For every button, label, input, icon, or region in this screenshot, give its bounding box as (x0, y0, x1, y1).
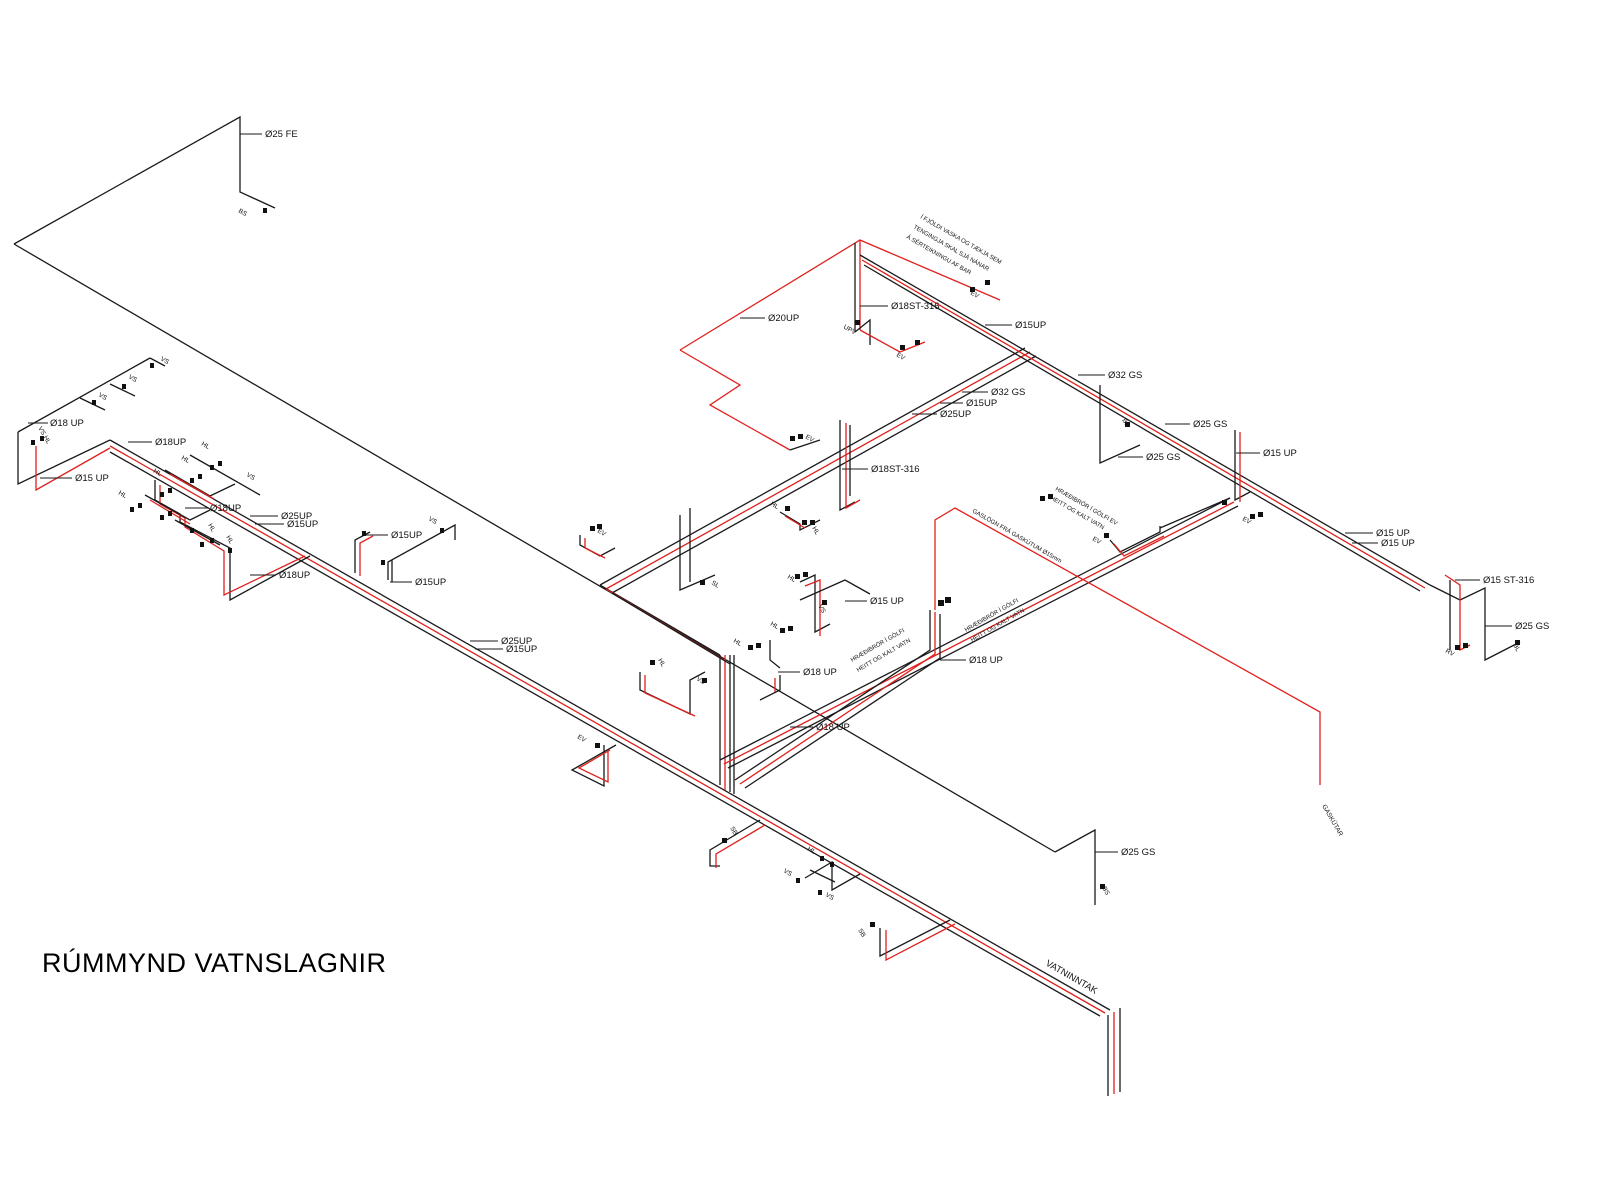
label-gs25-a: Ø25 GS (1193, 419, 1227, 430)
label-up15-i: Ø15 UP (1376, 528, 1410, 539)
label-hl-f: HL (769, 501, 780, 511)
label-hl-k: HL (656, 658, 666, 669)
label-up15-g: Ø15 UP (870, 596, 904, 607)
label-gs32-a: Ø32 GS (1108, 370, 1142, 381)
label-hl-c: HL (152, 468, 163, 478)
label-up25-a: Ø25UP (281, 511, 312, 522)
label-bs-right: BS (1120, 418, 1131, 430)
left-taps (31, 208, 444, 565)
label-bs-bottom: BS (1100, 886, 1111, 898)
label-hl-g: HL (810, 526, 820, 537)
label-hl-h: HL (786, 574, 797, 584)
label-vs-b: VS (427, 516, 439, 527)
label-up18-b: Ø18UP (155, 437, 186, 448)
label-hl-low: HL (806, 846, 817, 856)
label-st18-316-a: Ø18ST-316 (891, 301, 940, 312)
label-sb-low: SB (728, 826, 738, 837)
label-up25-b: Ø25UP (501, 636, 532, 647)
label-gs25-c: Ø25 GS (1515, 621, 1549, 632)
label-bl: BL (1511, 643, 1521, 654)
label-vs-low2: VS (824, 892, 836, 903)
gas-line (934, 507, 1321, 785)
label-gaskutar: GASKÚTAR (1320, 803, 1346, 838)
label-vs-d: VS (695, 676, 707, 687)
label-ev-low: EV (576, 734, 588, 745)
label-hl-e2: HL (224, 535, 234, 546)
label-up15-c: Ø15UP (391, 530, 422, 541)
label-sl: SL (710, 580, 721, 590)
label-up15-f: Ø15UP (966, 398, 997, 409)
label-vs3: VS (97, 392, 109, 403)
leader-lines (28, 133, 1512, 853)
label-hl-b: HL (180, 455, 191, 465)
label-up18-g: Ø18 UP (969, 655, 1003, 666)
left-manifold (17, 357, 456, 602)
label-up15-e: Ø15UP (506, 644, 537, 655)
label-ev-e: EV (1091, 536, 1103, 547)
label-up15-j: Ø15 UP (1381, 538, 1415, 549)
label-vs1: VS (159, 356, 171, 367)
label-vs-c: VS (816, 604, 827, 616)
label-vs-low1: VS (782, 868, 794, 879)
lower-branches (570, 743, 1105, 962)
label-vs2: VS (127, 374, 139, 385)
main-cold-water-line (13, 115, 1096, 905)
label-ev-mid: EV (895, 352, 907, 363)
label-up15-top: Ø15UP (1015, 320, 1046, 331)
label-hl-d: HL (117, 490, 128, 500)
floor-conduits (719, 497, 1239, 789)
label-up15-d: Ø15UP (415, 577, 446, 588)
label-gs25-b: Ø25 GS (1146, 452, 1180, 463)
label-bs-top: BS (237, 208, 249, 219)
label-ev-f: EV (1241, 516, 1253, 527)
label-up15-a: Ø15 UP (75, 473, 109, 484)
gas-note: GASLÖGN FRÁ GASKÚTUM Ø15mm (971, 508, 1063, 565)
label-up18-d: Ø18UP (279, 570, 310, 581)
label-up18-c: Ø18UP (210, 503, 241, 514)
label-up15-h: Ø15 UP (1263, 448, 1297, 459)
label-up20: Ø20UP (768, 313, 799, 324)
label-up25-c: Ø25UP (940, 409, 971, 420)
pipe-labels: Ø25 FE Ø18 UP Ø18UP Ø15 UP Ø18UP Ø25UP Ø… (50, 129, 1549, 858)
label-ev-c: EV (804, 434, 816, 445)
label-st15-316: Ø15 ST-316 (1483, 575, 1534, 586)
label-rv: RV (1444, 648, 1456, 659)
central-risers (579, 347, 1037, 794)
fixture-labels: BS VS VS VS VS HL HL VS HL HL HL HL HL V… (36, 208, 1521, 939)
label-up18-e: Ø18 UP (803, 667, 837, 678)
label-st18-316-b: Ø18ST-316 (871, 464, 920, 475)
label-up18-a: Ø18 UP (50, 418, 84, 429)
central-taps (590, 280, 1520, 683)
label-gs32-b: Ø32 GS (991, 387, 1025, 398)
label-sb-low2: SB (856, 928, 866, 939)
label-hl-a: HL (200, 441, 211, 451)
label-ev-top: EV (969, 290, 981, 301)
label-up15-b: Ø15UP (287, 519, 318, 530)
label-hl-e: HL (206, 523, 216, 534)
label-hl-i: HL (769, 621, 780, 631)
label-ev-d: EV (596, 528, 608, 539)
upper-hot-loop (679, 239, 1521, 662)
label-hl-j: HL (732, 638, 743, 648)
label-up18-f: Ø18 UP (816, 722, 850, 733)
label-gs25-bottom: Ø25 GS (1121, 847, 1155, 858)
main-trunk (109, 439, 1121, 1096)
label-vs-a: VS (245, 472, 257, 483)
label-fe25: Ø25 FE (265, 129, 298, 140)
page-title: RÚMMYND VATNSLAGNIR (42, 948, 387, 978)
